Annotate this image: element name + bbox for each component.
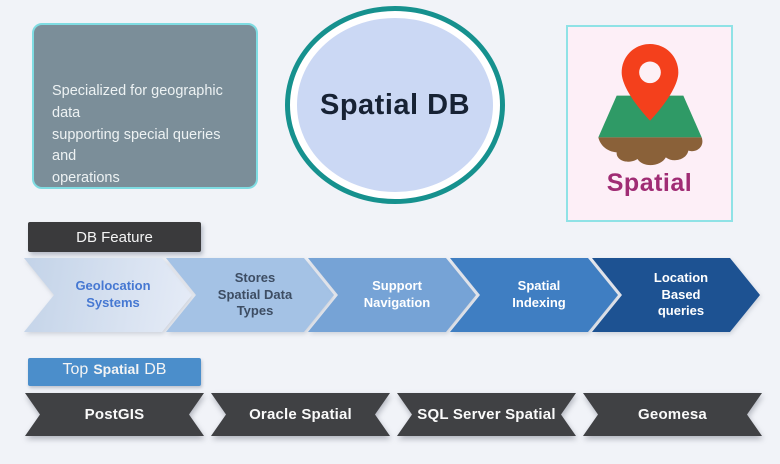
feature-step-support-navigation: Support Navigation: [308, 258, 476, 332]
feature-step-geolocation-systems: Geolocation Systems: [24, 258, 192, 332]
top-spatial-db-label-part: DB: [144, 361, 167, 378]
feature-step-label: Location Based queries: [653, 269, 709, 319]
top-spatial-db-label-part: Top: [62, 361, 89, 378]
feature-chevron-flow: Geolocation Systems Stores Spatial Data …: [24, 258, 760, 332]
feature-step-stores-spatial-data-types: Stores Spatial Data Types: [166, 258, 334, 332]
feature-step-label: Support Navigation: [363, 278, 431, 310]
database-banner-oracle-spatial: Oracle Spatial: [211, 393, 390, 436]
database-banner-geomesa: Geomesa: [583, 393, 762, 436]
database-banner-postgis: PostGIS: [25, 393, 204, 436]
db-feature-label: DB Feature: [76, 228, 153, 246]
db-feature-header: DB Feature: [28, 222, 201, 252]
database-name: PostGIS: [84, 406, 145, 423]
title-circle-fill: Spatial DB: [297, 18, 493, 192]
map-pin-over-land-icon: [597, 44, 702, 166]
top-spatial-db-label-part: Spatial: [93, 361, 140, 377]
spatial-figure-panel: Spatial: [566, 25, 733, 222]
feature-step-label: Spatial Indexing: [512, 278, 566, 310]
database-name: Geomesa: [638, 406, 707, 423]
feature-step-label: Stores Spatial Data Types: [217, 269, 293, 319]
feature-step-label: Geolocation Systems: [75, 278, 151, 310]
database-name: Oracle Spatial: [249, 406, 352, 423]
diagram-title: Spatial DB: [319, 88, 471, 121]
database-banner-sql-server-spatial: SQL Server Spatial: [397, 393, 576, 436]
figure-caption: Spatial: [606, 169, 693, 197]
title-circle: Spatial DB: [285, 6, 505, 204]
feature-step-spatial-indexing: Spatial Indexing: [450, 258, 618, 332]
feature-step-location-based-queries: Location Based queries: [592, 258, 760, 332]
database-name: SQL Server Spatial: [417, 406, 556, 423]
top-spatial-db-header: Top Spatial DB: [28, 358, 201, 386]
top-databases-row: PostGIS Oracle Spatial SQL Server Spatia…: [25, 393, 762, 436]
description-card: Specialized for geographic data supporti…: [32, 23, 258, 189]
